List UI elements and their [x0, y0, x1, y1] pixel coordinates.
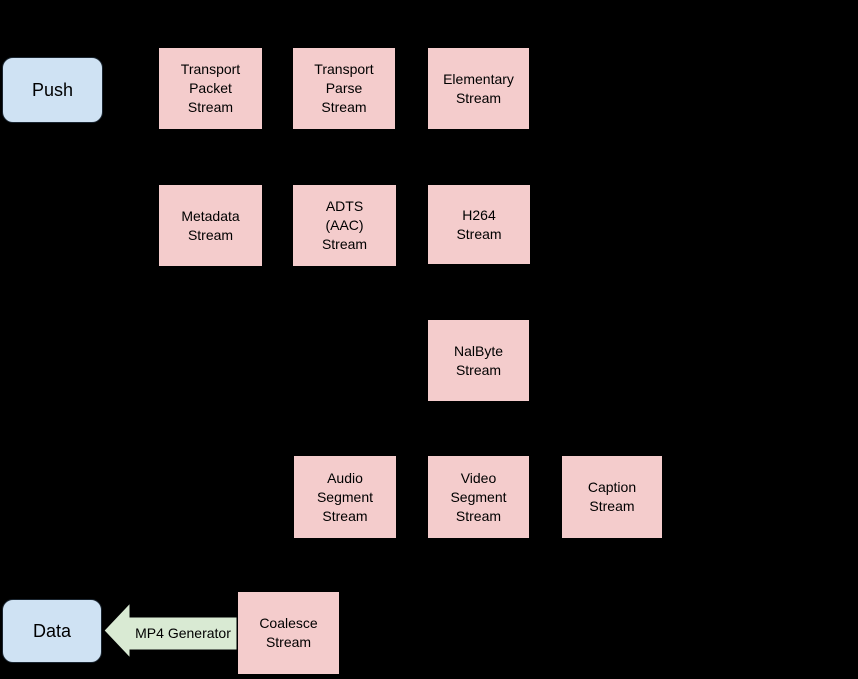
- node-audio-segment-stream-label: Audio Segment Stream: [316, 469, 374, 524]
- node-coalesce-stream: Coalesce Stream: [237, 591, 340, 675]
- node-push-label: Push: [31, 80, 74, 100]
- node-nalbyte-stream: NalByte Stream: [427, 319, 530, 402]
- node-data-label: Data: [32, 621, 72, 641]
- node-metadata-stream: Metadata Stream: [158, 184, 263, 267]
- node-coalesce-stream-label: Coalesce Stream: [259, 615, 318, 650]
- node-adts-aac-stream-label: ADTS (AAC) Stream: [321, 198, 368, 252]
- node-audio-segment-stream: Audio Segment Stream: [293, 455, 397, 539]
- node-adts-aac-stream: ADTS (AAC) Stream: [292, 184, 397, 267]
- node-data: Data: [2, 599, 102, 663]
- node-caption-stream: Caption Stream: [561, 455, 663, 539]
- node-h264-stream-label: H264 Stream: [456, 206, 502, 242]
- node-transport-parse-stream: Transport Parse Stream: [292, 47, 396, 130]
- node-video-segment-stream-label: Video Segment Stream: [450, 469, 507, 524]
- mp4-generator-arrow-label: MP4 Generator: [135, 624, 231, 641]
- node-transport-packet-stream-label: Transport Packet Stream: [180, 61, 241, 115]
- node-push: Push: [2, 57, 103, 123]
- node-transport-packet-stream: Transport Packet Stream: [158, 47, 263, 130]
- node-elementary-stream-label: Elementary Stream: [443, 70, 514, 106]
- node-h264-stream: H264 Stream: [427, 184, 531, 265]
- node-caption-stream-label: Caption Stream: [587, 479, 637, 514]
- node-video-segment-stream: Video Segment Stream: [427, 455, 530, 539]
- node-nalbyte-stream-label: NalByte Stream: [453, 342, 504, 378]
- node-metadata-stream-label: Metadata Stream: [181, 207, 240, 243]
- node-elementary-stream: Elementary Stream: [427, 47, 530, 130]
- node-transport-parse-stream-label: Transport Parse Stream: [314, 61, 374, 115]
